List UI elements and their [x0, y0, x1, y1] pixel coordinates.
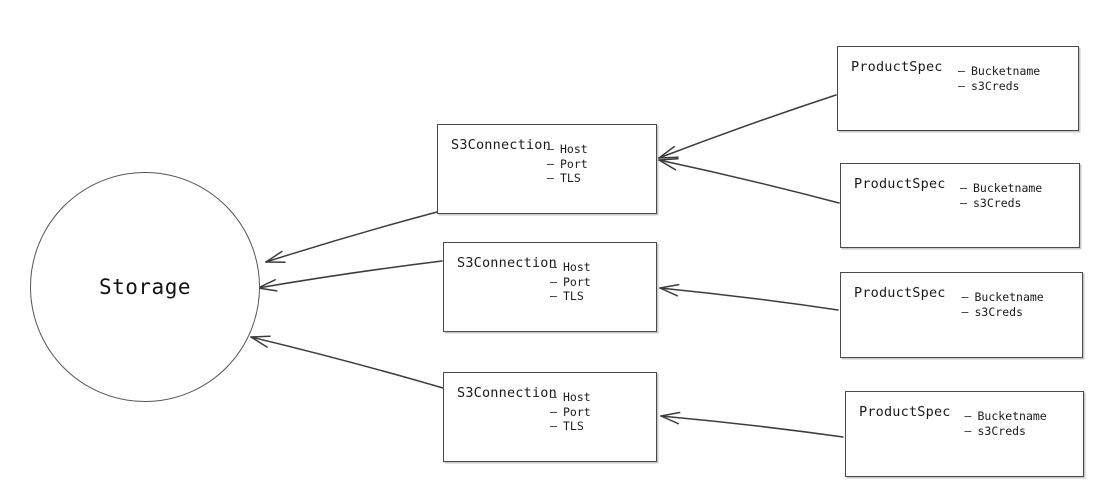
connection-attribute-label: TLS [563, 289, 584, 303]
spec-attribute: –s3Creds [958, 79, 1040, 94]
edge-spec3-to-conn2 [659, 283, 839, 311]
spec-attribute-list: –Bucketname–s3Creds [960, 181, 1042, 210]
connection-attribute-label: Port [563, 274, 591, 289]
edge-conn1-to-storage [265, 211, 438, 264]
bullet-dash-icon: – [550, 289, 557, 303]
spec-attribute-label: Bucketname [977, 409, 1047, 423]
spec-box-1[interactable]: ProductSpec–Bucketname–s3Creds [837, 46, 1079, 131]
edge-conn2-to-storage [257, 260, 443, 292]
spec-attribute-label: Bucketname [973, 181, 1043, 195]
connection-attribute-list: –Host–Port–TLS [550, 390, 591, 434]
connection-attribute-label: Host [560, 142, 588, 156]
spec-attribute-list: –Bucketname–s3Creds [958, 64, 1040, 93]
bullet-dash-icon: – [958, 64, 965, 78]
bullet-dash-icon: – [961, 290, 969, 304]
spec-attribute-label: s3Creds [973, 195, 1022, 210]
connection-attribute: –TLS [550, 419, 591, 434]
spec-attribute-label: s3Creds [971, 78, 1020, 93]
connection-box-1[interactable]: S3Connection–Host–Port–TLS [437, 124, 657, 214]
connection-title: S3Connection [457, 255, 557, 271]
connection-attribute: –Port [547, 157, 588, 172]
connection-attribute: –Port [550, 405, 591, 420]
connection-attribute: –TLS [550, 289, 591, 304]
connection-attribute-list: –Host–Port–TLS [547, 142, 588, 186]
spec-attribute-list: –Bucketname–s3Creds [965, 409, 1047, 438]
connection-attribute: –Host [547, 142, 588, 157]
bullet-dash-icon: – [547, 156, 554, 171]
connection-attribute-label: TLS [563, 419, 584, 433]
bullet-dash-icon: – [961, 304, 969, 319]
storage-node[interactable]: Storage [30, 172, 260, 402]
bullet-dash-icon: – [960, 195, 967, 210]
connection-attribute-label: TLS [560, 171, 581, 185]
connection-attribute-list: –Host–Port–TLS [550, 260, 591, 304]
spec-attribute-label: Bucketname [971, 64, 1041, 78]
bullet-dash-icon: – [547, 171, 554, 185]
spec-attribute: –s3Creds [960, 196, 1042, 211]
bullet-dash-icon: – [958, 78, 965, 93]
spec-title: ProductSpec [854, 285, 946, 301]
bullet-dash-icon: – [550, 390, 557, 404]
spec-attribute: –Bucketname [965, 409, 1047, 424]
bullet-dash-icon: – [964, 409, 972, 423]
connection-attribute: –TLS [547, 171, 588, 186]
connection-attribute-label: Host [563, 390, 591, 404]
connection-attribute: –Host [550, 260, 591, 275]
connection-attribute: –Host [550, 390, 591, 405]
edge-conn3-to-storage [250, 335, 444, 389]
spec-attribute-list: –Bucketname–s3Creds [962, 290, 1044, 319]
bullet-dash-icon: – [964, 423, 972, 438]
spec-attribute-label: Bucketname [974, 290, 1044, 304]
spec-attribute: –s3Creds [962, 305, 1044, 320]
connection-box-3[interactable]: S3Connection–Host–Port–TLS [443, 372, 657, 462]
bullet-dash-icon: – [550, 260, 557, 274]
connection-box-2[interactable]: S3Connection–Host–Port–TLS [443, 242, 657, 332]
storage-label: Storage [98, 275, 191, 299]
edge-spec2-to-conn1 [658, 158, 840, 204]
spec-title: ProductSpec [854, 176, 946, 192]
spec-box-3[interactable]: ProductSpec–Bucketname–s3Creds [840, 272, 1083, 358]
spec-title: ProductSpec [851, 59, 943, 75]
spec-title: ProductSpec [859, 404, 951, 420]
connection-title: S3Connection [457, 385, 557, 401]
bullet-dash-icon: – [550, 419, 557, 433]
spec-attribute: –Bucketname [958, 64, 1040, 79]
spec-box-4[interactable]: ProductSpec–Bucketname–s3Creds [845, 391, 1084, 477]
connection-attribute-label: Host [563, 260, 591, 274]
edge-spec4-to-conn3 [660, 411, 844, 438]
edge-spec1-to-conn1 [658, 94, 837, 159]
bullet-dash-icon: – [960, 181, 967, 195]
connection-attribute-label: Port [563, 404, 591, 419]
spec-attribute: –Bucketname [962, 290, 1044, 305]
bullet-dash-icon: – [550, 274, 557, 289]
spec-attribute-label: s3Creds [974, 304, 1023, 319]
spec-attribute: –Bucketname [960, 181, 1042, 196]
spec-box-2[interactable]: ProductSpec–Bucketname–s3Creds [840, 163, 1080, 248]
spec-attribute-label: s3Creds [977, 423, 1026, 438]
bullet-dash-icon: – [550, 404, 557, 419]
connection-attribute-label: Port [560, 156, 588, 171]
connection-title: S3Connection [451, 137, 551, 153]
spec-attribute: –s3Creds [965, 424, 1047, 439]
connection-attribute: –Port [550, 275, 591, 290]
bullet-dash-icon: – [547, 142, 554, 156]
